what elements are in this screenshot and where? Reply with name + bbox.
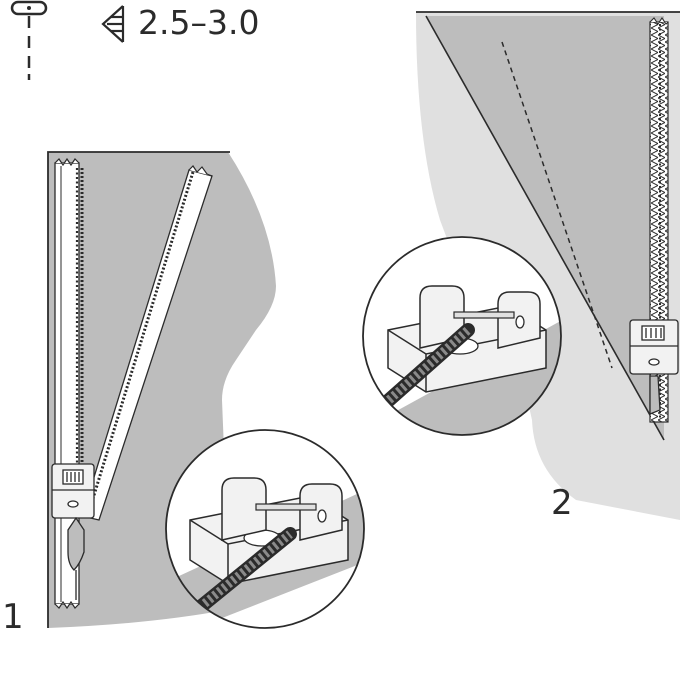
- stitch-length-value: 2.5–3.0: [138, 3, 260, 42]
- step-2-illustration: [362, 11, 680, 520]
- zipper-slider: [67, 516, 85, 600]
- step-number-2: 2: [551, 483, 573, 523]
- zipper-foot-right: [629, 319, 679, 415]
- stitch-length-icon: [101, 5, 125, 43]
- zipper-foot: [51, 463, 95, 519]
- zipper-foot-symbol-icon: [10, 0, 48, 80]
- step-1-illustration: [47, 151, 365, 629]
- step-number-1: 1: [2, 597, 24, 637]
- magnified-foot-view-left: [165, 429, 365, 629]
- magnified-foot-view-right: [362, 236, 562, 436]
